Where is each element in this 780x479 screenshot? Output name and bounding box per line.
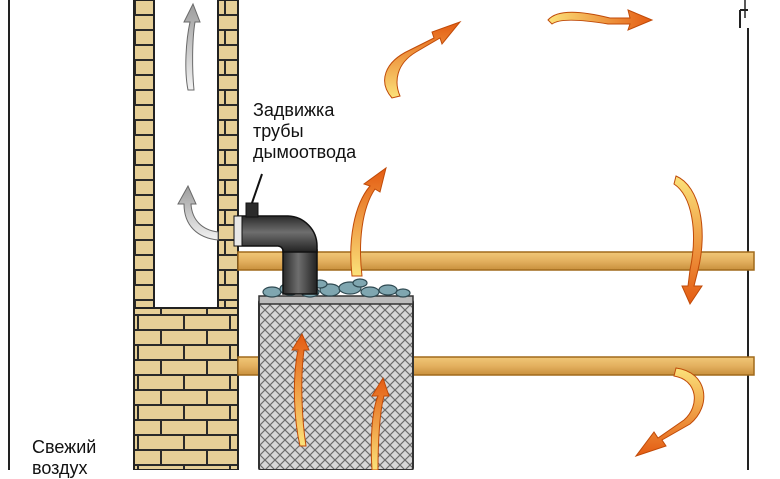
fresh-air-label-line-2: воздух: [32, 458, 88, 478]
damper-label-line-3: дымоотвода: [253, 142, 357, 162]
hot-arrow-right-down: [673, 175, 703, 306]
hot-arrow-stove-right: [370, 376, 390, 470]
damper-handle: [245, 173, 263, 218]
smoke-arrow-top: [183, 2, 201, 91]
hot-air-flow-arrows: [291, 9, 705, 470]
chimney-pipe: [233, 215, 318, 295]
fresh-air-label: Свежий воздух: [32, 437, 96, 479]
upper-shelf: [237, 251, 755, 271]
hot-arrow-upper-left: [384, 20, 462, 99]
fresh-air-label-line-1: Свежий: [32, 437, 97, 457]
damper-label: Задвижка трубы дымоотвода: [253, 100, 356, 163]
hot-arrow-stove-left: [291, 332, 310, 447]
damper-label-line-1: Задвижка: [253, 100, 335, 120]
room-walls: [8, 0, 749, 470]
hot-arrow-lower-right: [634, 367, 705, 457]
damper-label-line-2: трубы: [253, 121, 304, 141]
hot-arrow-top: [547, 9, 654, 31]
sauna-stove: [258, 295, 414, 470]
chimney-walls: [133, 0, 239, 309]
brick-base: [133, 307, 239, 470]
hot-arrow-rising: [350, 166, 387, 277]
smoke-arrow-out: [177, 184, 219, 241]
smoke-flow-arrows: [177, 2, 219, 241]
